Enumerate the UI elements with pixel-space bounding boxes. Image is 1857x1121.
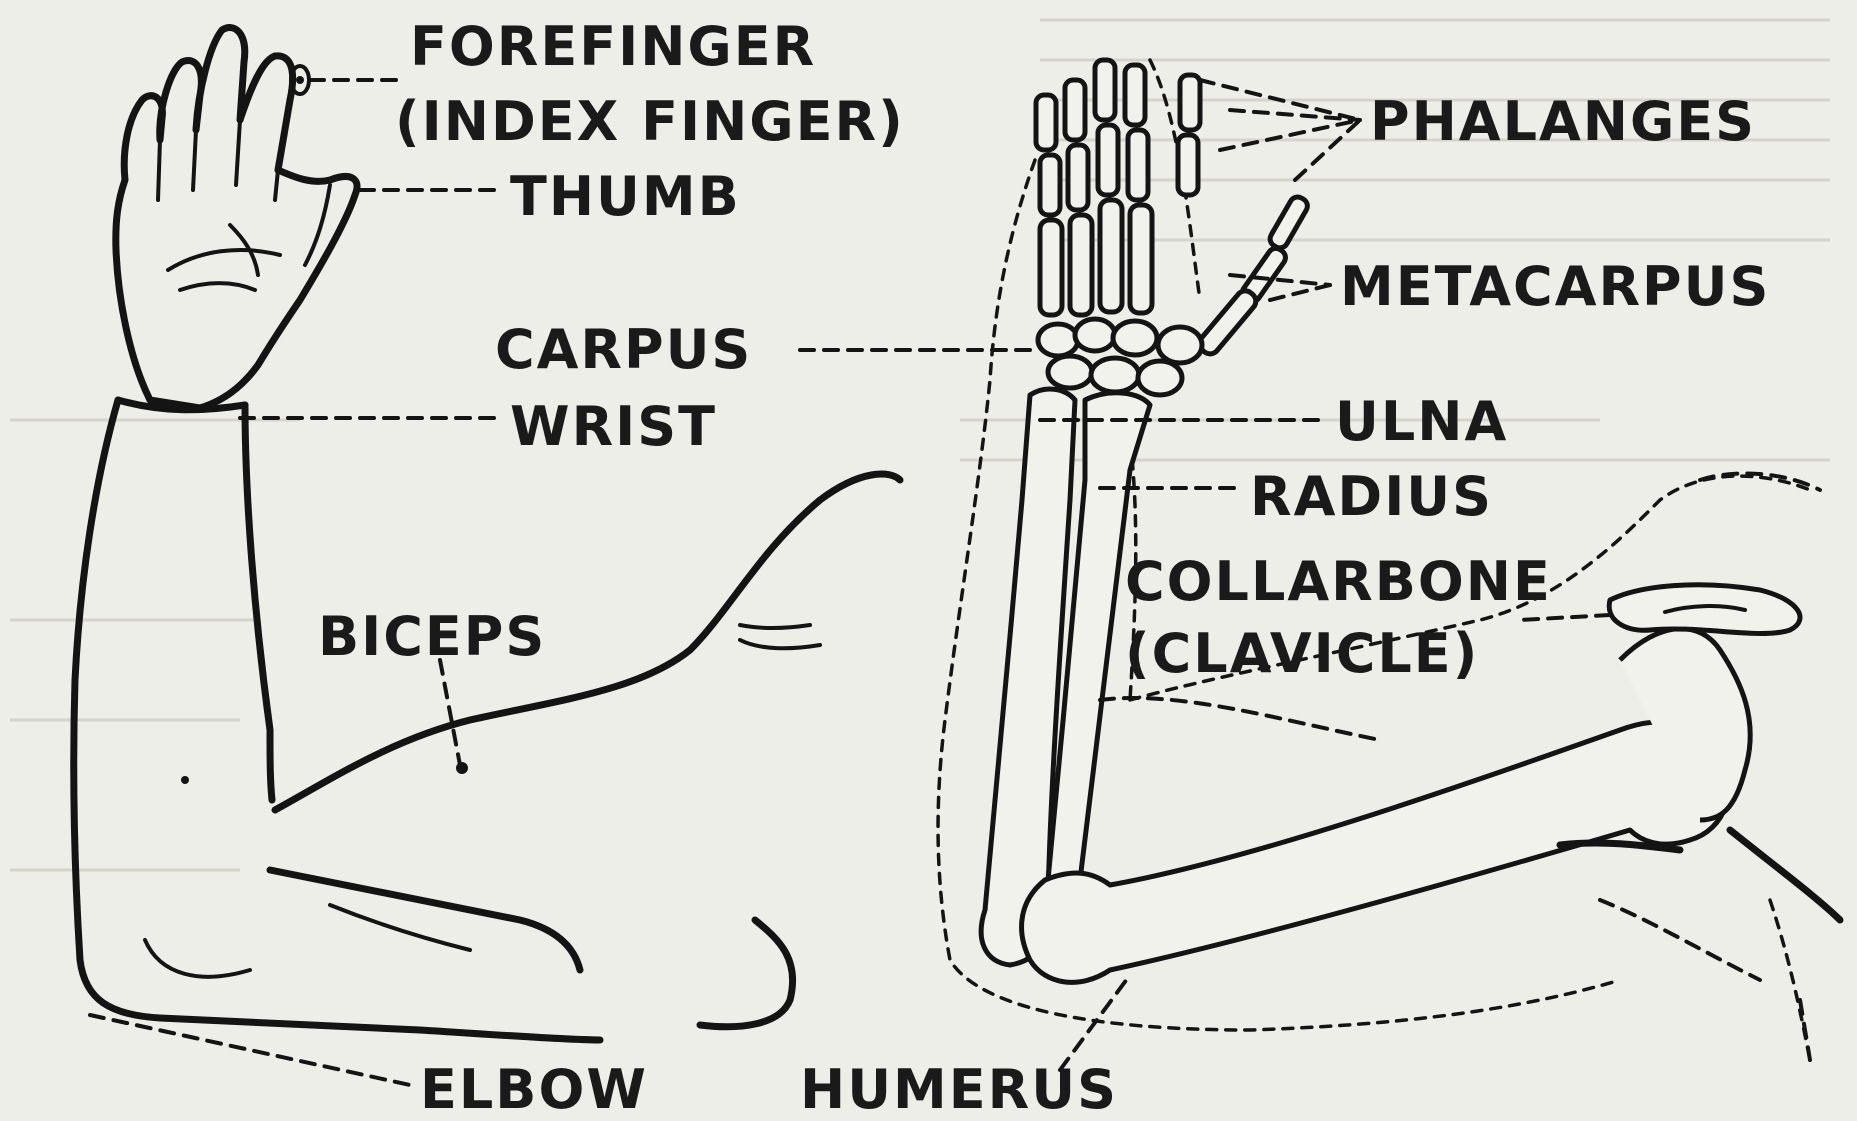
carpus-bones <box>1038 319 1202 395</box>
lower-arm-edge <box>270 870 580 970</box>
humerus-bone <box>1022 722 1729 983</box>
clavicle-bone <box>1609 585 1800 634</box>
label-thumb: THUMB <box>510 165 741 228</box>
label-ulna: ULNA <box>1335 390 1508 453</box>
forefinger-pointer-dot <box>296 76 304 84</box>
label-collarbone: COLLARBONE <box>1125 550 1552 613</box>
biceps-dot <box>456 762 468 774</box>
arm-outline <box>74 28 900 1040</box>
label-carpus: CARPUS <box>495 318 752 381</box>
label-metacarpus: METACARPUS <box>1340 255 1770 318</box>
label-elbow: ELBOW <box>420 1058 648 1121</box>
label-radius: RADIUS <box>1250 465 1493 528</box>
phalanges-leader <box>1200 80 1360 180</box>
scapula-outline <box>1560 830 1840 920</box>
muscle-lines <box>145 625 820 977</box>
arm-dot <box>181 776 189 784</box>
palm-lines <box>168 225 280 290</box>
label-biceps: BICEPS <box>318 605 546 668</box>
biceps-leader <box>440 660 460 765</box>
forearm-inner <box>245 405 272 800</box>
elbow-crease <box>700 920 793 1027</box>
collarbone-leader <box>1520 615 1610 620</box>
label-phalanges: PHALANGES <box>1370 90 1756 153</box>
hand-outline <box>116 28 357 408</box>
label-forefinger: FOREFINGER <box>410 15 816 78</box>
label-wrist: WRIST <box>510 395 717 458</box>
label-clavicle: (CLAVICLE) <box>1125 622 1479 685</box>
finger-creases <box>158 120 278 200</box>
label-humerus: HUMERUS <box>800 1058 1118 1121</box>
label-index-finger: (INDEX FINGER) <box>395 90 905 153</box>
